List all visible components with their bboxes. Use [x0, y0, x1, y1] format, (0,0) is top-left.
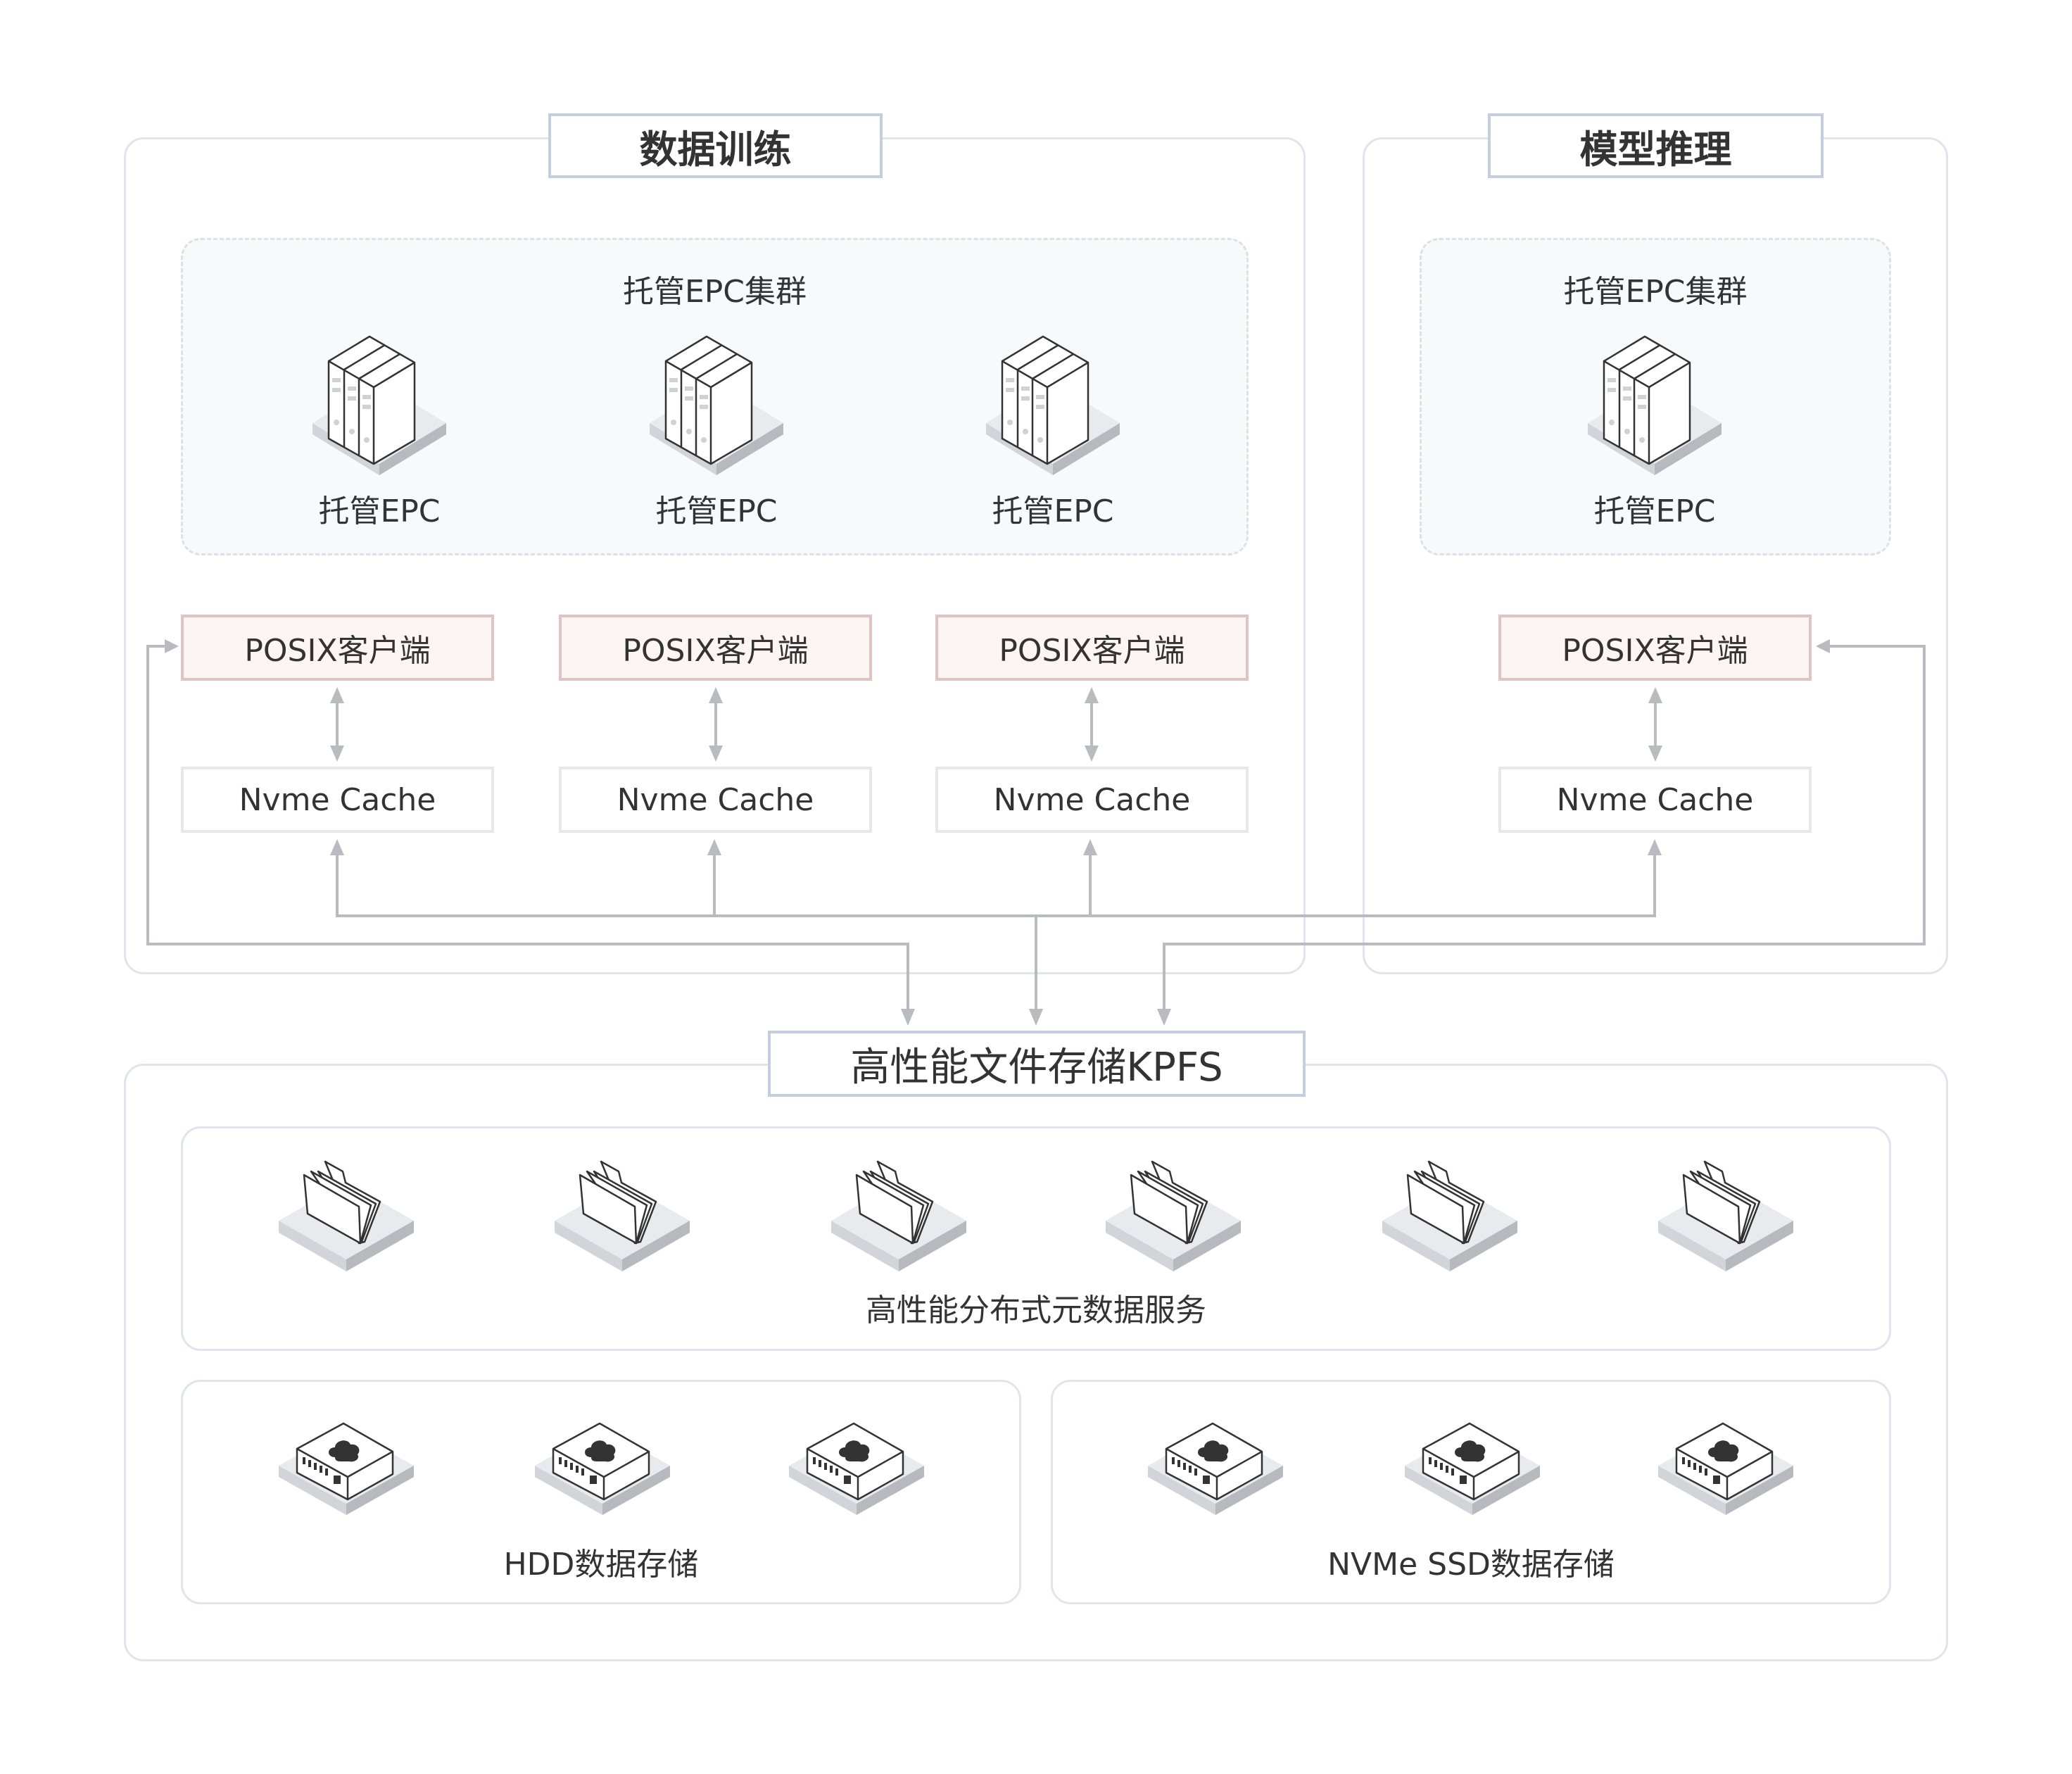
training-nvme-cache[interactable]: Nvme Cache	[935, 767, 1249, 833]
cache-bus-line	[336, 853, 1656, 917]
inference-cluster-label: 托管EPC集群	[1563, 274, 1748, 310]
metadata-service-label: 高性能分布式元数据服务	[866, 1292, 1206, 1328]
arrowhead-down	[901, 1009, 915, 1026]
arrowhead-down	[1085, 746, 1099, 762]
training-posix-client[interactable]: POSIX客户端	[935, 615, 1249, 681]
arrowhead-up	[1648, 687, 1662, 703]
folder-stack-icon	[1658, 1160, 1793, 1271]
inference-nvme-cache[interactable]: Nvme Cache	[1498, 767, 1812, 833]
hdd-storage-label: HDD数据存储	[503, 1547, 699, 1583]
nvme-cache-label: Nvme Cache	[1556, 781, 1754, 818]
folder-stack-icon	[279, 1160, 414, 1271]
folder-stack-icon	[1106, 1160, 1241, 1271]
arrowhead-down	[1157, 1009, 1171, 1026]
nvme-ssd-storage-label: NVMe SSD数据存储	[1327, 1547, 1615, 1583]
server-rack-icon	[312, 335, 446, 475]
arrowhead-down	[1029, 1009, 1043, 1026]
kpfs-title-text: 高性能文件存储KPFS	[850, 1044, 1223, 1090]
nvme-cache-label: Nvme Cache	[993, 781, 1191, 818]
folder-stack-icon	[555, 1160, 690, 1271]
inference-node-label: 托管EPC	[1593, 493, 1716, 529]
nvme-cache-label: Nvme Cache	[617, 781, 814, 818]
posix-client-label: POSIX客户端	[244, 633, 431, 669]
arrowhead-down	[1648, 746, 1662, 762]
training-node-label: 托管EPC	[318, 493, 441, 529]
arrowhead-up	[330, 687, 344, 703]
nvme-cloud-storage-icon	[1658, 1422, 1793, 1515]
hdd-cloud-storage-icon	[789, 1422, 924, 1515]
arrowhead-up	[709, 687, 723, 703]
arrowhead-down	[330, 746, 344, 762]
metadata-service-panel	[181, 1126, 1891, 1351]
arrowhead-up	[707, 839, 721, 855]
nvme-cloud-storage-icon	[1405, 1422, 1540, 1515]
arrowhead-down	[709, 746, 723, 762]
arrowhead-up	[1648, 839, 1662, 855]
training-cluster-label: 托管EPC集群	[622, 274, 807, 310]
inference-posix-client[interactable]: POSIX客户端	[1498, 615, 1812, 681]
hdd-cloud-storage-icon	[535, 1422, 670, 1515]
folder-stack-icon	[831, 1160, 966, 1271]
server-rack-icon	[986, 335, 1120, 475]
folder-stack-icon	[1382, 1160, 1517, 1271]
nvme-cache-label: Nvme Cache	[239, 781, 436, 818]
training-nvme-cache[interactable]: Nvme Cache	[559, 767, 872, 833]
arrowhead-left	[1816, 639, 1830, 653]
training-title-text: 数据训练	[639, 127, 792, 172]
arrowhead-up	[1083, 839, 1097, 855]
posix-client-label: POSIX客户端	[999, 633, 1185, 669]
arrowhead-up	[1085, 687, 1099, 703]
training-posix-client[interactable]: POSIX客户端	[559, 615, 872, 681]
training-title: 数据训练	[548, 113, 883, 178]
nvme-cloud-storage-icon	[1148, 1422, 1283, 1515]
training-nvme-cache[interactable]: Nvme Cache	[181, 767, 494, 833]
arrowhead-right	[165, 639, 179, 653]
left-posix-loop	[146, 645, 909, 1014]
right-posix-loop	[1163, 645, 1926, 1014]
inference-title-text: 模型推理	[1579, 127, 1732, 172]
kpfs-title: 高性能文件存储KPFS	[768, 1031, 1306, 1097]
posix-client-label: POSIX客户端	[622, 633, 809, 669]
inference-title: 模型推理	[1488, 113, 1824, 178]
training-posix-client[interactable]: POSIX客户端	[181, 615, 494, 681]
training-node-label: 托管EPC	[992, 493, 1114, 529]
posix-client-label: POSIX客户端	[1562, 633, 1748, 669]
server-rack-icon	[650, 335, 783, 475]
server-rack-icon	[1588, 335, 1722, 475]
arrowhead-up	[330, 839, 344, 855]
hdd-cloud-storage-icon	[279, 1422, 414, 1515]
training-node-label: 托管EPC	[655, 493, 778, 529]
